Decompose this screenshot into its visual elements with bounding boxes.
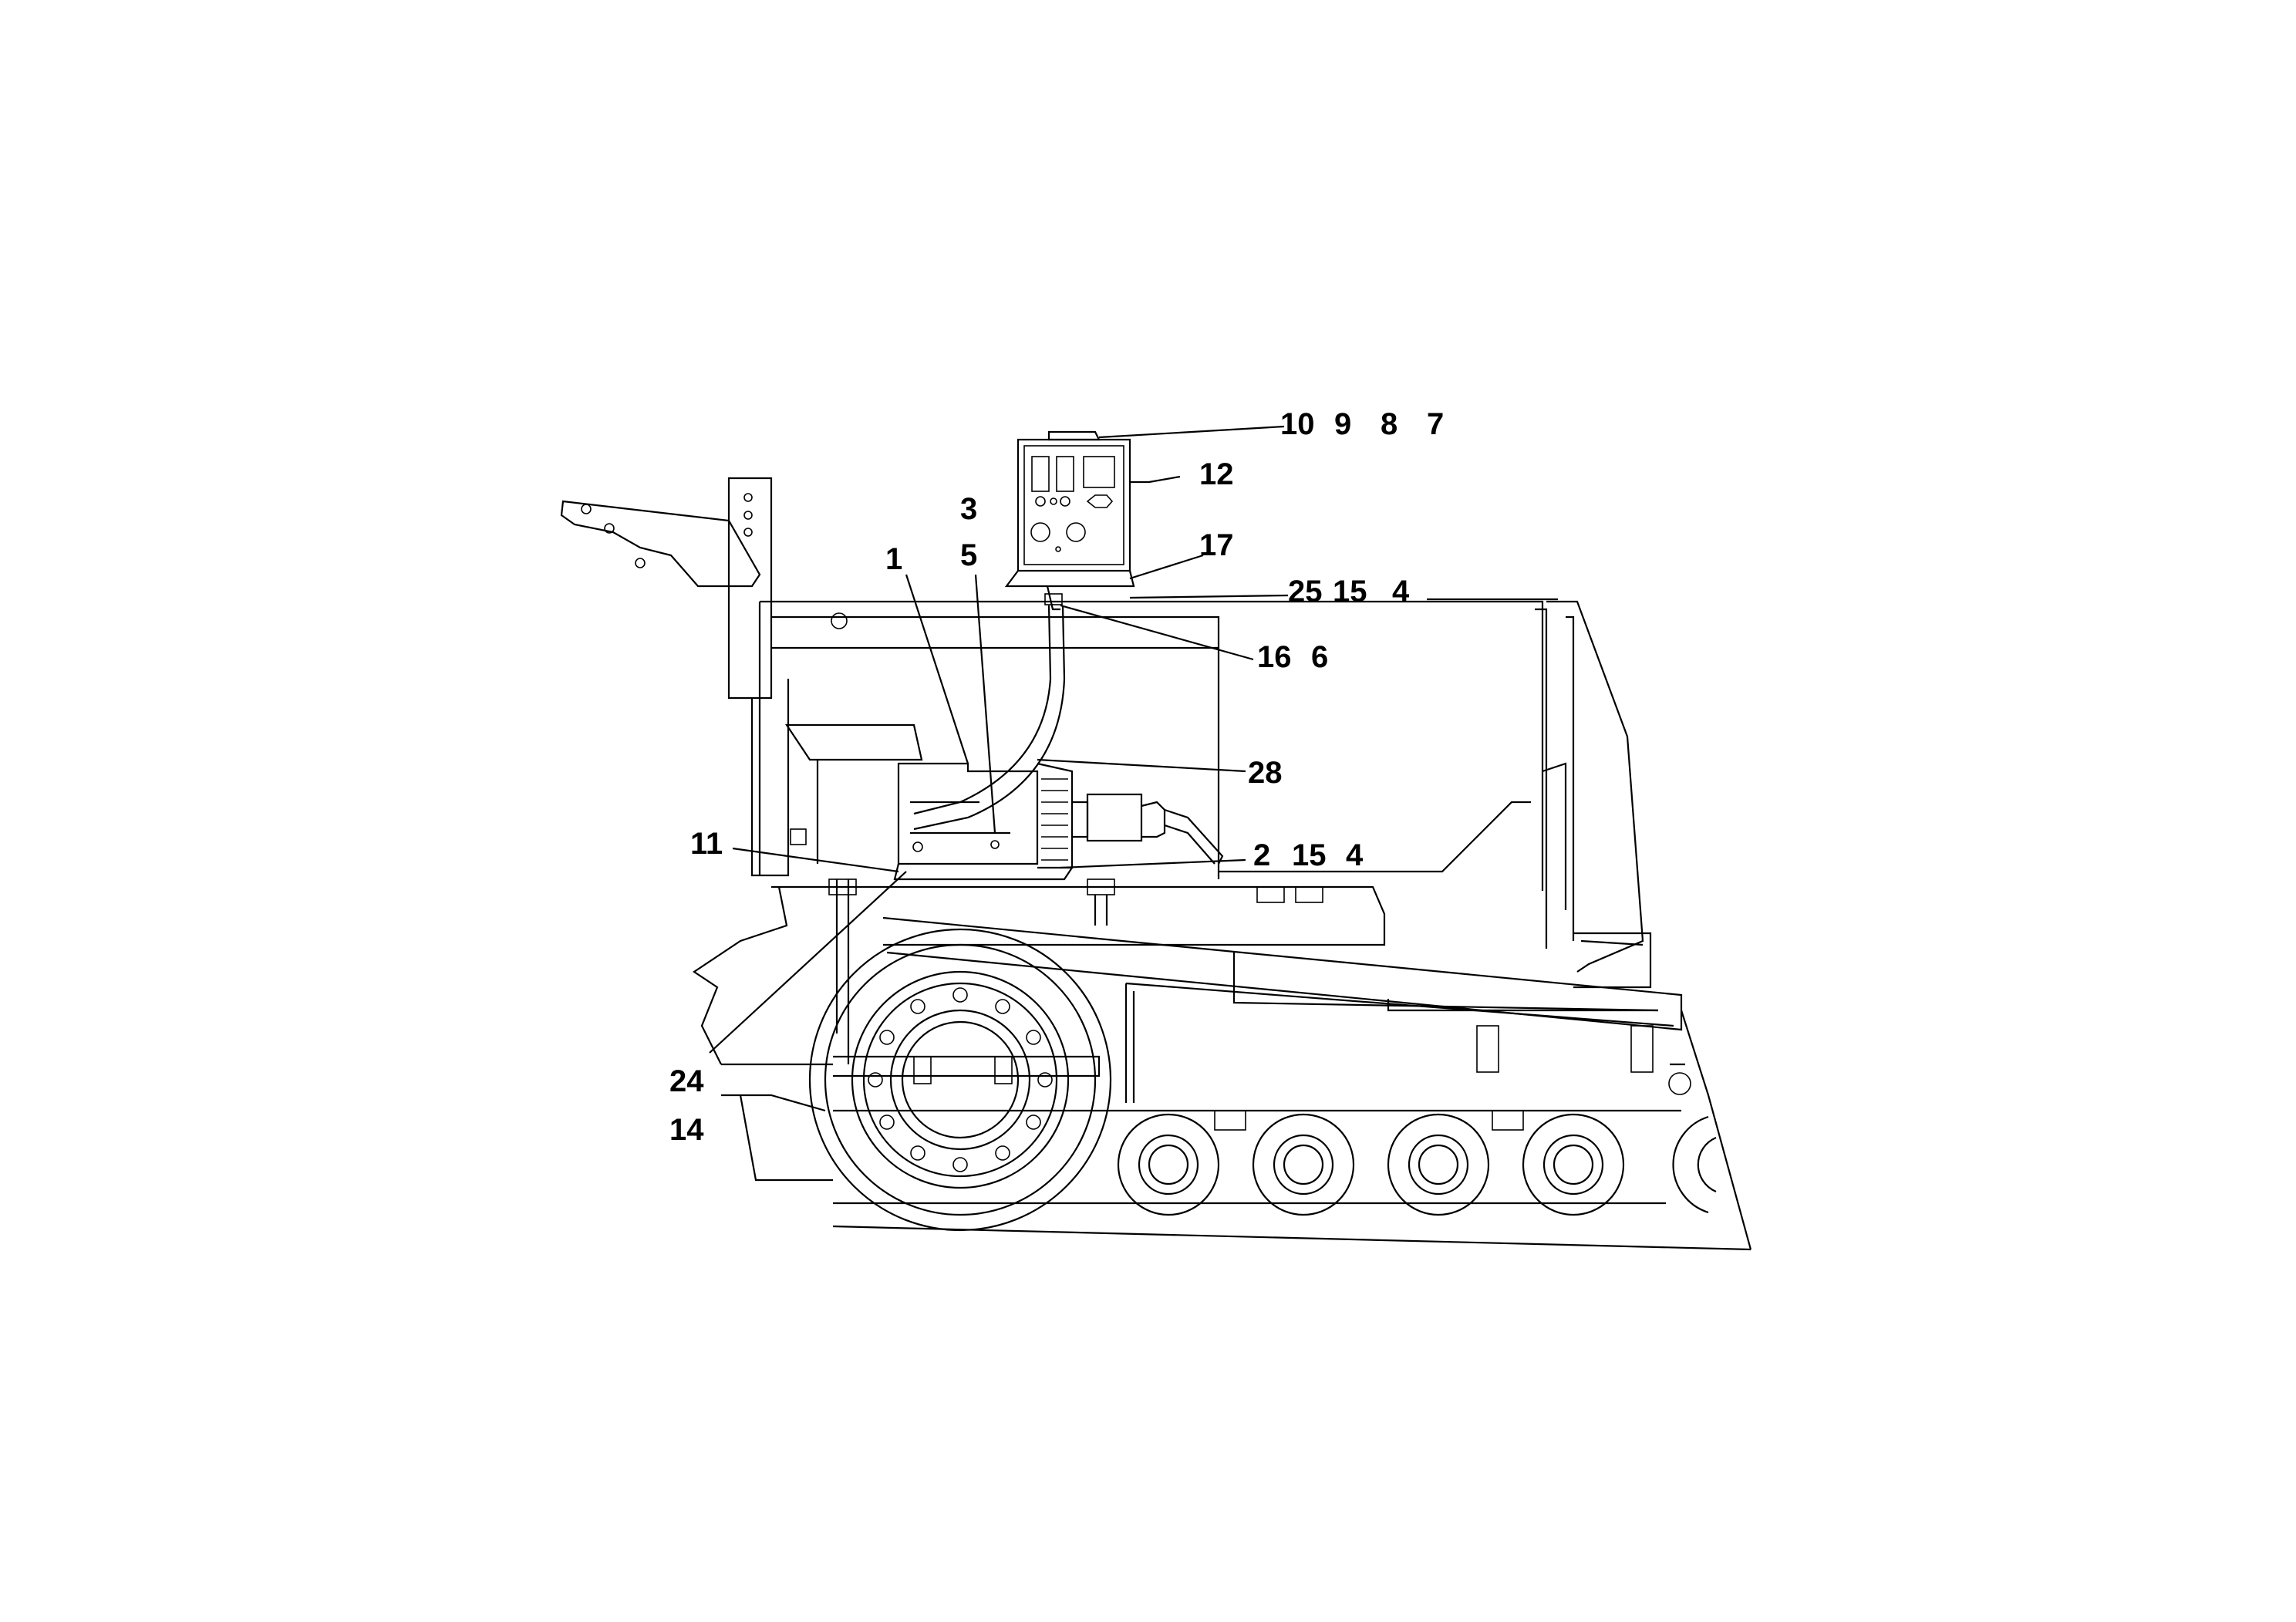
callout-4a: 4 — [1392, 575, 1410, 609]
track-roller — [1672, 1115, 1717, 1214]
callout-9: 9 — [1334, 407, 1351, 441]
callout-14: 14 — [669, 1113, 704, 1147]
callout-7: 7 — [1427, 407, 1444, 441]
callout-8: 8 — [1381, 407, 1397, 441]
lower-frame — [693, 878, 1752, 1251]
control-box — [1004, 430, 1135, 588]
callout-25: 25 — [1288, 575, 1323, 609]
callout-24: 24 — [669, 1064, 704, 1098]
callout-labels: 10 9 8 7 12 3 17 1 5 25 15 4 16 6 28 11 … — [669, 407, 1444, 1147]
callout-11: 11 — [690, 827, 723, 861]
callout-15a: 15 — [1333, 575, 1367, 609]
drive-sprocket — [808, 928, 1112, 1232]
callout-17: 17 — [1199, 528, 1234, 562]
callout-10: 10 — [1280, 407, 1315, 441]
track-rollers — [1117, 1110, 1717, 1216]
track-roller — [1117, 1113, 1220, 1216]
machine-body — [758, 600, 1652, 989]
callout-12: 12 — [1199, 457, 1234, 491]
callout-4b: 4 — [1346, 838, 1364, 872]
callout-15b: 15 — [1292, 838, 1327, 872]
track-roller — [1387, 1113, 1490, 1216]
callout-28: 28 — [1248, 756, 1283, 790]
callout-16: 16 — [1257, 640, 1292, 674]
cable-hose — [913, 585, 1066, 831]
callout-3: 3 — [960, 492, 977, 526]
track-roller — [1252, 1113, 1355, 1216]
callout-5: 5 — [960, 538, 977, 572]
left-mounting-bracket — [560, 477, 790, 877]
callout-1: 1 — [885, 542, 902, 576]
callout-6: 6 — [1311, 640, 1328, 674]
callout-2: 2 — [1253, 838, 1270, 872]
track-roller — [1522, 1113, 1625, 1216]
leader-lines — [709, 425, 1558, 1054]
generator-assembly — [893, 762, 1224, 881]
